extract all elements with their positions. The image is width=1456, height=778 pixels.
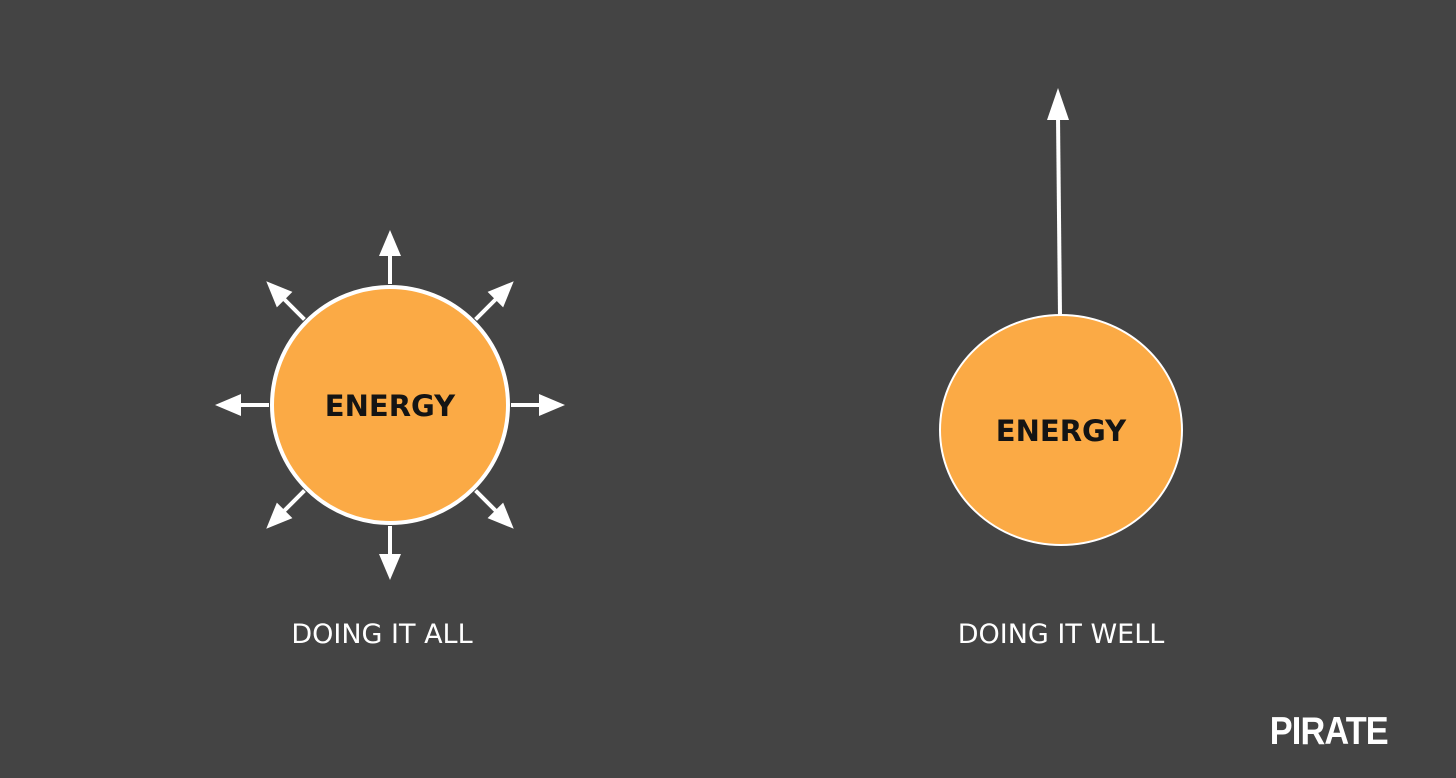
arrow-head-north-east xyxy=(487,281,514,308)
upward-arrow-head xyxy=(1047,88,1069,120)
upward-arrow xyxy=(1047,88,1069,317)
arrow-head-south-east xyxy=(487,502,514,529)
arrow-head-west xyxy=(215,394,241,416)
arrow-north xyxy=(379,230,401,284)
arrow-shaft-north-east xyxy=(474,296,499,321)
energy-label-left: ENERGY xyxy=(325,389,456,423)
arrow-south-west xyxy=(266,489,306,529)
arrow-south xyxy=(379,526,401,580)
arrow-shaft-south-west xyxy=(281,489,306,514)
arrow-head-south-west xyxy=(266,502,293,529)
arrow-east xyxy=(511,394,565,416)
arrow-head-south xyxy=(379,554,401,580)
pirate-logo: PIRATE xyxy=(1269,710,1389,753)
arrow-head-north xyxy=(379,230,401,256)
upward-arrow-shaft xyxy=(1056,115,1062,317)
arrow-north-east xyxy=(474,281,514,321)
energy-circle-left xyxy=(270,285,510,525)
arrow-shaft-north-west xyxy=(281,296,306,321)
energy-circle-right xyxy=(939,314,1183,546)
caption-doing-it-well: DOING IT WELL xyxy=(958,619,1165,650)
caption-doing-it-all: DOING IT ALL xyxy=(291,619,472,650)
arrow-shaft-south-east xyxy=(474,489,499,514)
arrow-head-north-west xyxy=(266,281,293,308)
arrow-south-east xyxy=(474,489,514,529)
arrow-north-west xyxy=(266,281,306,321)
radiating-arrows xyxy=(215,230,565,580)
energy-label-right: ENERGY xyxy=(996,414,1127,448)
doing-it-all-diagram: ENERGY DOING IT ALL xyxy=(215,230,565,650)
arrow-head-east xyxy=(539,394,565,416)
arrow-west xyxy=(215,394,269,416)
doing-it-well-diagram: ENERGY DOING IT WELL xyxy=(939,88,1183,650)
